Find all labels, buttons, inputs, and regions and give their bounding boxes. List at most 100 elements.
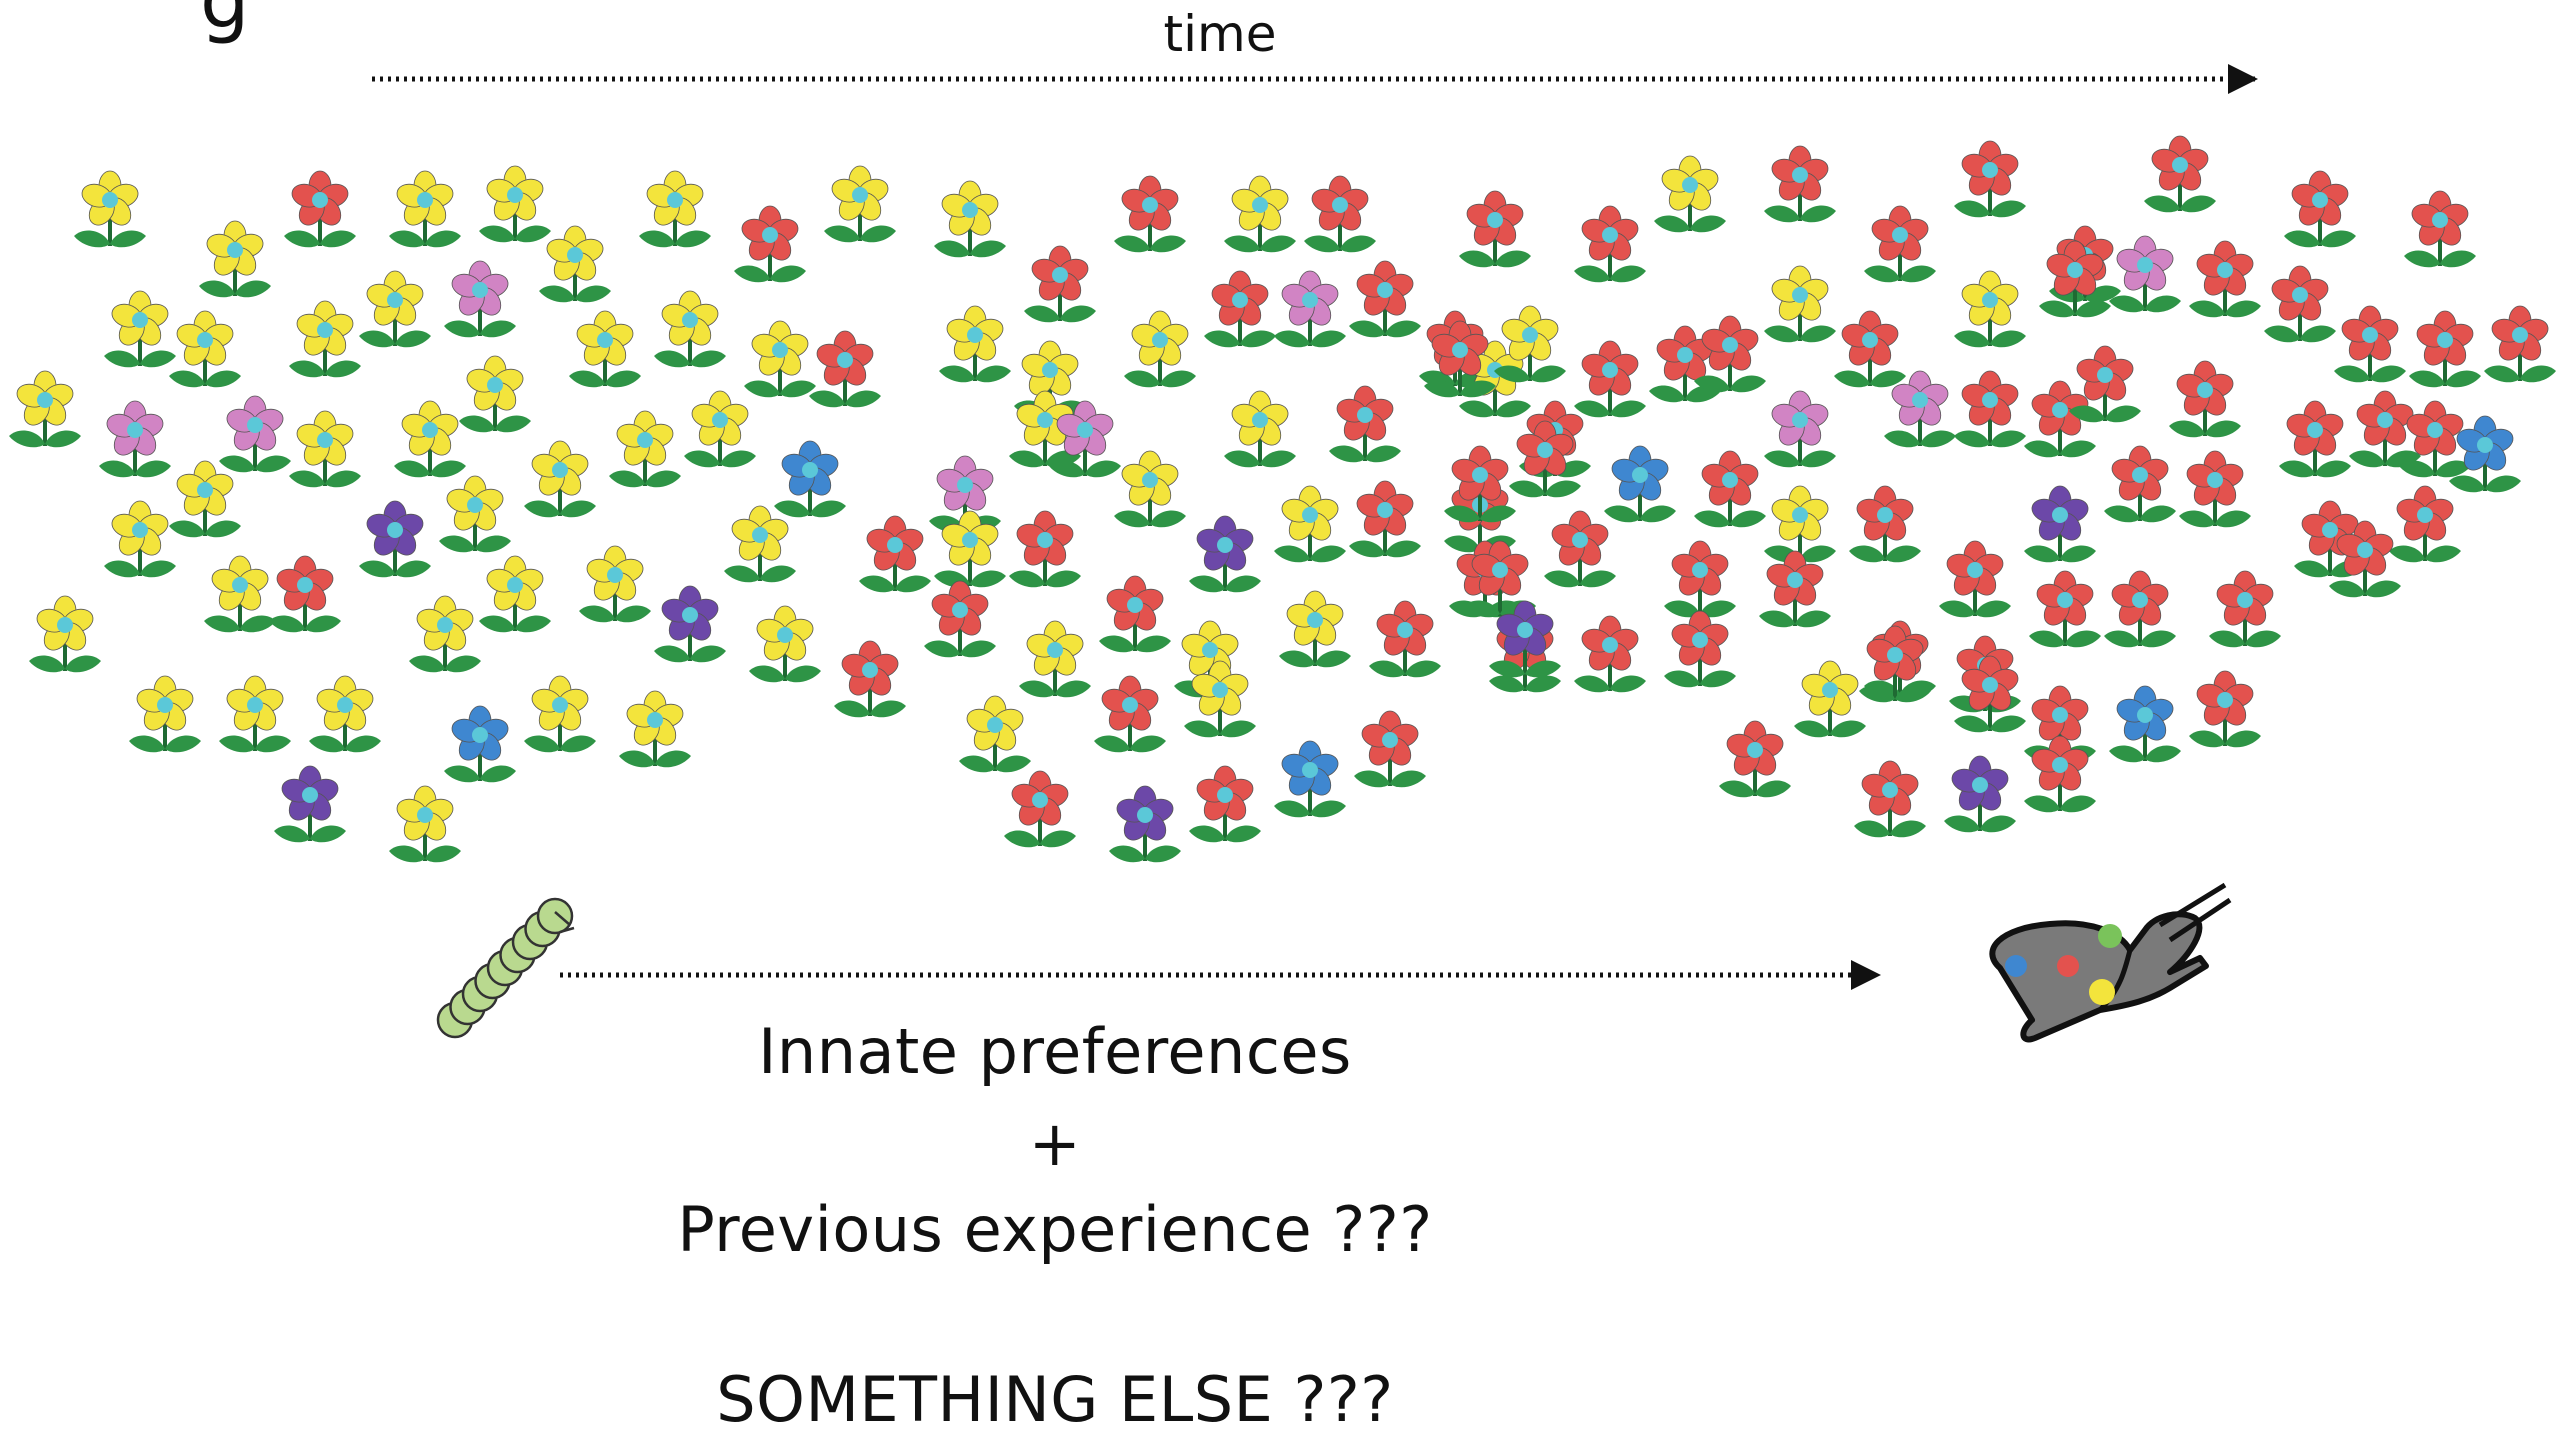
red-flower-icon: [2209, 570, 2281, 648]
red-flower-icon: [2389, 485, 2461, 563]
yellow-flower-icon: [394, 400, 466, 478]
yellow-flower-icon: [1114, 450, 1186, 528]
pink-flower-icon: [219, 395, 291, 473]
time-axis-label: time: [1163, 5, 1277, 63]
red-flower-icon: [1369, 600, 1441, 678]
red-flower-icon: [1574, 615, 1646, 693]
yellow-flower-icon: [29, 595, 101, 673]
purple-flower-icon: [1489, 600, 1561, 678]
red-flower-icon: [859, 515, 931, 593]
red-flower-icon: [2024, 735, 2096, 813]
red-flower-icon: [2189, 240, 2261, 318]
yellow-flower-icon: [204, 555, 276, 633]
yellow-flower-icon: [579, 545, 651, 623]
caterpillar-icon: [436, 897, 575, 1039]
yellow-flower-icon: [654, 290, 726, 368]
yellow-flower-icon: [1494, 305, 1566, 383]
red-flower-icon: [2024, 380, 2096, 458]
yellow-flower-icon: [934, 180, 1006, 258]
red-flower-icon: [1694, 315, 1766, 393]
red-flower-icon: [1444, 445, 1516, 523]
yellow-flower-icon: [939, 305, 1011, 383]
red-flower-icon: [2409, 310, 2481, 388]
yellow-flower-icon: [959, 695, 1031, 773]
red-flower-icon: [2399, 400, 2471, 478]
yellow-flower-icon: [539, 225, 611, 303]
yellow-flower-icon: [1654, 155, 1726, 233]
yellow-flower-icon: [1279, 590, 1351, 668]
yellow-flower-icon: [289, 300, 361, 378]
yellow-flower-icon: [219, 675, 291, 753]
yellow-flower-icon: [824, 165, 896, 243]
yellow-flower-icon: [1764, 485, 1836, 563]
yellow-flower-icon: [1184, 660, 1256, 738]
butterfly-icon: [1989, 882, 2232, 1043]
yellow-flower-icon: [749, 605, 821, 683]
red-flower-icon: [2484, 305, 2556, 383]
cut-off-title-fragment: g: [200, 0, 250, 46]
yellow-flower-icon: [1224, 390, 1296, 468]
yellow-flower-icon: [639, 170, 711, 248]
yellow-flower-icon: [619, 690, 691, 768]
red-flower-icon: [1834, 310, 1906, 388]
yellow-flower-icon: [1794, 660, 1866, 738]
red-flower-icon: [1509, 420, 1581, 498]
purple-flower-icon: [1109, 785, 1181, 863]
pink-flower-icon: [2109, 235, 2181, 313]
red-flower-icon: [2144, 135, 2216, 213]
butterfly-yellow-spot: [2089, 979, 2115, 1005]
red-flower-icon: [1664, 540, 1736, 618]
red-flower-icon: [2349, 390, 2421, 468]
yellow-flower-icon: [934, 510, 1006, 588]
pink-flower-icon: [444, 260, 516, 338]
red-flower-icon: [284, 170, 356, 248]
red-flower-icon: [2069, 345, 2141, 423]
blue-flower-icon: [2109, 685, 2181, 763]
red-flower-icon: [2029, 570, 2101, 648]
red-flower-icon: [1004, 770, 1076, 848]
red-flower-icon: [2039, 240, 2111, 318]
red-flower-icon: [2404, 190, 2476, 268]
red-flower-icon: [1864, 205, 1936, 283]
yellow-flower-icon: [1224, 175, 1296, 253]
red-flower-icon: [2329, 520, 2401, 598]
blue-flower-icon: [774, 440, 846, 518]
red-flower-icon: [1854, 760, 1926, 838]
red-flower-icon: [1764, 145, 1836, 223]
yellow-flower-icon: [1019, 620, 1091, 698]
red-flower-icon: [2104, 445, 2176, 523]
purple-flower-icon: [1944, 755, 2016, 833]
yellow-flower-icon: [359, 270, 431, 348]
red-flower-icon: [1664, 610, 1736, 688]
red-flower-icon: [1954, 140, 2026, 218]
red-flower-icon: [1574, 340, 1646, 418]
butterfly-red-spot: [2057, 955, 2079, 977]
red-flower-icon: [2279, 400, 2351, 478]
red-flower-icon: [1354, 710, 1426, 788]
red-flower-icon: [2284, 170, 2356, 248]
blue-flower-icon: [1274, 740, 1346, 818]
yellow-flower-icon: [104, 290, 176, 368]
red-flower-icon: [1849, 485, 1921, 563]
red-flower-icon: [1459, 190, 1531, 268]
red-flower-icon: [269, 555, 341, 633]
caption-previous-experience: Previous experience ???: [677, 1193, 1433, 1266]
purple-flower-icon: [359, 500, 431, 578]
red-flower-icon: [1719, 720, 1791, 798]
yellow-flower-icon: [104, 500, 176, 578]
red-flower-icon: [1464, 540, 1536, 618]
red-flower-icon: [1954, 655, 2026, 733]
yellow-flower-icon: [744, 320, 816, 398]
yellow-flower-icon: [9, 370, 81, 448]
yellow-flower-icon: [609, 410, 681, 488]
red-flower-icon: [1349, 480, 1421, 558]
red-flower-icon: [1694, 450, 1766, 528]
caption-something-else: SOMETHING ELSE ???: [716, 1363, 1394, 1436]
red-flower-icon: [1544, 510, 1616, 588]
pink-flower-icon: [1274, 270, 1346, 348]
red-flower-icon: [1859, 625, 1931, 703]
pink-flower-icon: [1884, 370, 1956, 448]
red-flower-icon: [834, 640, 906, 718]
flower-group: [9, 135, 2556, 863]
